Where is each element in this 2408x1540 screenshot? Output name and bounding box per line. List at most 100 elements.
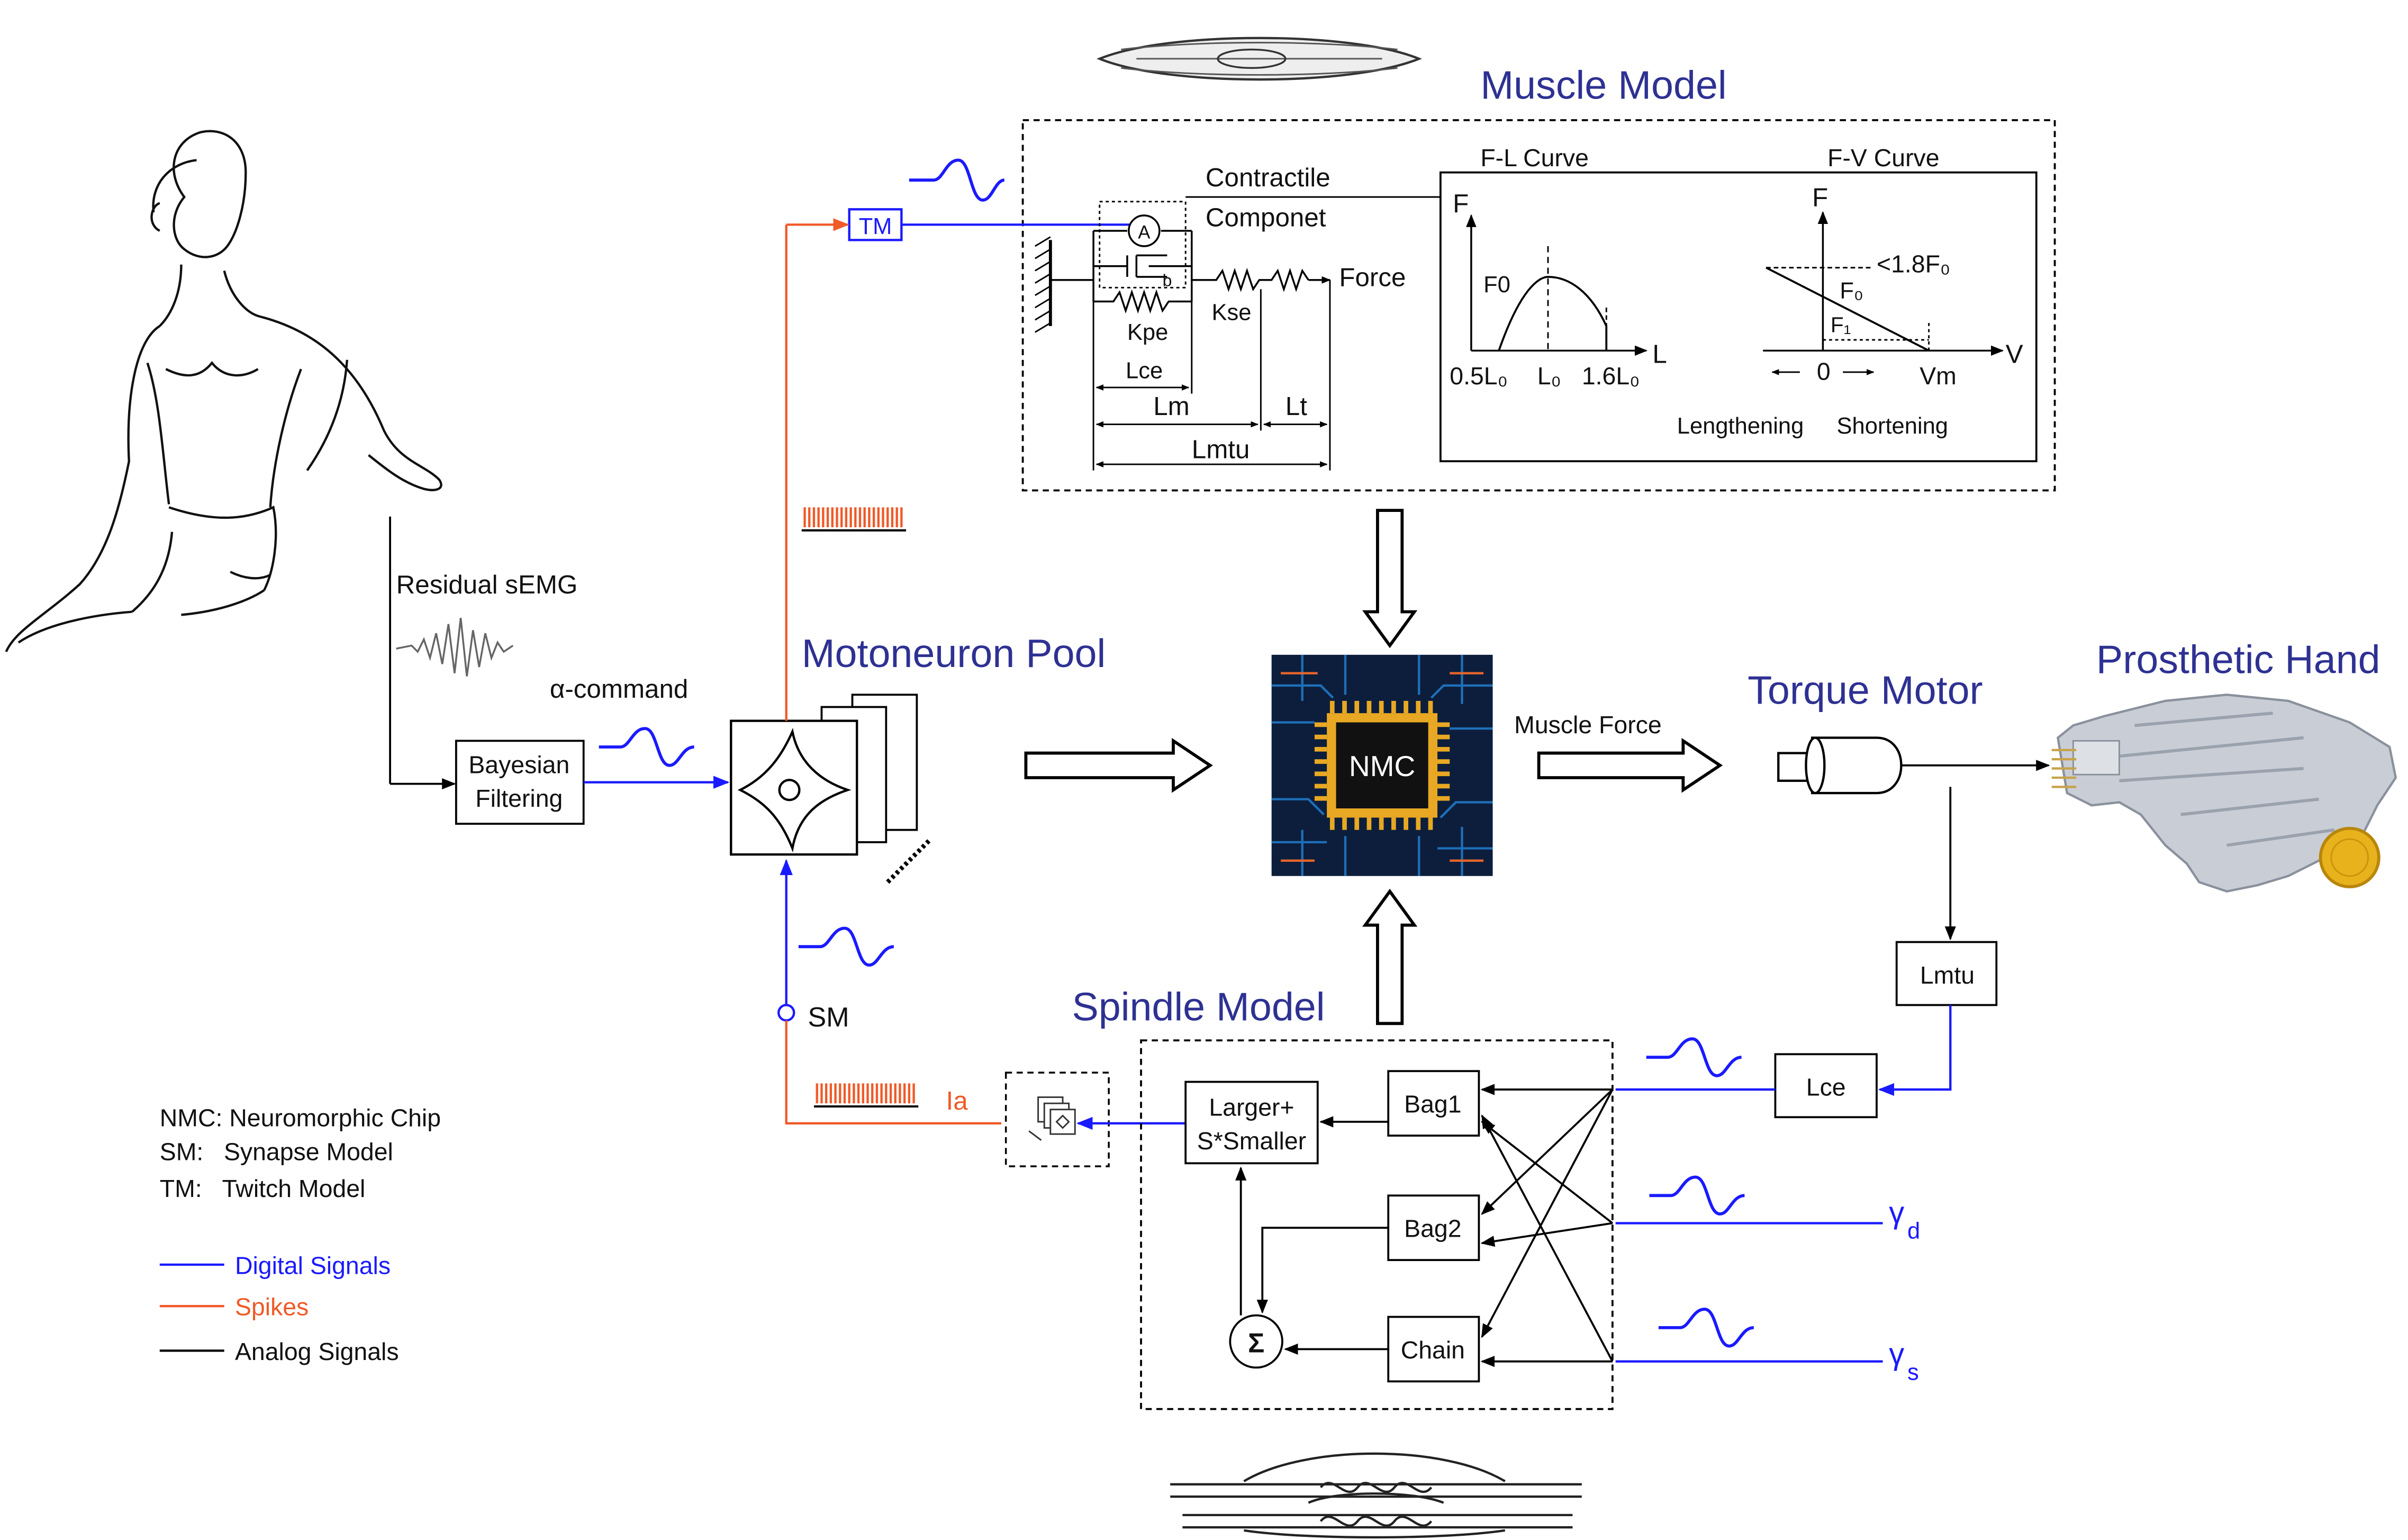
synapse-node	[777, 1004, 795, 1022]
spike-train-ia	[813, 1083, 919, 1108]
spike-encoder-box	[1004, 1071, 1110, 1167]
contractile-label-2: Componet	[1206, 203, 1326, 232]
digital-wave-tm	[909, 158, 1005, 202]
digital-wave-gamma-s	[1658, 1308, 1754, 1348]
muscle-spindle-illustration	[1170, 1452, 1582, 1539]
fv-f0: F₀	[1840, 278, 1863, 304]
gamma-d-label: γ	[1889, 1196, 1904, 1230]
prosthetic-hand-image	[2051, 694, 2397, 893]
lce-box-label: Lce	[1806, 1074, 1846, 1101]
sum-node	[1229, 1314, 1283, 1369]
motoneuron-stack	[730, 694, 933, 884]
force-label: Force	[1339, 263, 1406, 292]
larger-label-1: Larger+	[1209, 1093, 1294, 1121]
torque-motor-title: Torque Motor	[1748, 668, 1982, 713]
fv-lengthening: Lengthening	[1677, 413, 1804, 439]
chain-label: Chain	[1401, 1336, 1465, 1364]
digital-wave-gamma-d	[1649, 1175, 1745, 1216]
spike-encoder-icon	[1028, 1096, 1076, 1141]
fl-y-axis: F	[1453, 189, 1469, 218]
fl-curve: F-L Curve F L F0 0.5L₀ L₀ 1.6L₀	[1450, 144, 1667, 390]
ia-spike-line	[785, 1020, 1001, 1125]
tm-label: TM	[859, 214, 892, 239]
arrow-muscle-to-nmc	[1362, 509, 1418, 649]
muscle-model-box	[1021, 119, 2056, 492]
prosthetic-hand-title: Prosthetic Hand	[2096, 637, 2380, 682]
fl-tick-low: 0.5L₀	[1450, 362, 1508, 390]
fv-x-axis: V	[2006, 340, 2023, 369]
lmtu-to-lce-line	[1878, 1005, 1952, 1096]
digital-wave-alpha	[599, 727, 695, 767]
bag2-label: Bag2	[1404, 1215, 1461, 1242]
nmc-chip	[1271, 654, 1493, 876]
hill-muscle-model: A b Kpe Force Kse Contractile Componet L…	[1035, 163, 1441, 471]
amputee-figure	[5, 130, 442, 652]
fv-f1: F₁	[1831, 312, 1851, 337]
fv-y-axis: F	[1812, 183, 1828, 212]
actuator-label: A	[1138, 222, 1151, 242]
fl-tick-high: 1.6L₀	[1582, 362, 1640, 390]
spike-train-top	[801, 507, 907, 532]
kpe-label: Kpe	[1127, 320, 1168, 345]
contractile-label-1: Contractile	[1206, 163, 1330, 192]
gamma-d-subscript: d	[1907, 1219, 1920, 1244]
motoneuron-pool-title: Motoneuron Pool	[802, 631, 1106, 676]
nmc-chip-label: NMC	[1349, 750, 1416, 782]
residual-semg-label: Residual sEMG	[396, 570, 578, 599]
curves-panel	[1439, 171, 2038, 463]
lmtu-box	[1895, 941, 1998, 1006]
arrow-motoneuron-to-nmc	[1024, 737, 1213, 793]
alpha-command-label: α-command	[550, 674, 689, 704]
kse-label: Kse	[1212, 300, 1252, 325]
lmtu-dim-label: Lmtu	[1192, 435, 1250, 464]
lce-dim-label: Lce	[1126, 358, 1163, 384]
sum-label: Σ	[1248, 1328, 1264, 1358]
digital-wave-lce	[1646, 1037, 1742, 1077]
larger-smaller-box	[1184, 1080, 1319, 1165]
fl-tick-mid: L₀	[1537, 362, 1561, 390]
damper-label: b	[1163, 271, 1172, 290]
lm-dim-label: Lm	[1153, 392, 1190, 421]
legend-analog: Analog Signals	[235, 1338, 399, 1365]
lce-box	[1774, 1053, 1878, 1119]
spindle-connections	[1235, 1084, 1614, 1367]
legend-nmc: NMC: Neuromorphic Chip	[160, 1104, 441, 1132]
legend-sm: SM: Synapse Model	[160, 1138, 393, 1166]
torque-motor-icon	[1777, 736, 1903, 795]
fl-curve-title: F-L Curve	[1480, 144, 1589, 172]
arrow-spindle-to-nmc	[1362, 888, 1418, 1025]
lmtu-box-label: Lmtu	[1920, 961, 1975, 989]
fv-vm: Vm	[1920, 362, 1957, 390]
bag1-box	[1387, 1070, 1480, 1137]
sm-label: SM	[808, 1002, 849, 1033]
fv-shortening: Shortening	[1837, 413, 1948, 439]
muscle-force-label: Muscle Force	[1514, 711, 1662, 739]
spindle-model-title: Spindle Model	[1072, 984, 1325, 1029]
lt-dim-label: Lt	[1286, 392, 1307, 421]
fl-f0: F0	[1483, 272, 1510, 298]
fl-x-axis: L	[1652, 340, 1667, 369]
digital-wave-sm	[798, 926, 894, 967]
arrow-nmc-to-motor	[1537, 737, 1723, 793]
legend-digital: Digital Signals	[235, 1251, 391, 1279]
bayesian-label-1: Bayesian	[468, 751, 569, 778]
gamma-s-subscript: s	[1907, 1360, 1919, 1385]
bag1-label: Bag1	[1404, 1091, 1461, 1118]
ia-label: Ia	[946, 1086, 968, 1115]
larger-label-2: S*Smaller	[1197, 1127, 1306, 1155]
fv-zero: 0	[1817, 357, 1831, 385]
gamma-s-label: γ	[1889, 1337, 1904, 1371]
semg-waveform	[396, 618, 514, 677]
fv-curve-title: F-V Curve	[1827, 144, 1939, 172]
chain-box	[1387, 1316, 1480, 1383]
legend-tm: TM: Twitch Model	[160, 1175, 366, 1202]
muscle-illustration	[1096, 37, 1423, 81]
legend: NMC: Neuromorphic Chip SM: Synapse Model…	[160, 1104, 441, 1365]
fv-curve: F-V Curve F V <1.8F₀ F₀ F₁ 0 Vm Lengthen…	[1677, 144, 2023, 439]
muscle-model-title: Muscle Model	[1480, 62, 1726, 107]
bayesian-label-2: Filtering	[475, 785, 563, 812]
legend-spikes: Spikes	[235, 1293, 309, 1321]
fv-max: <1.8F₀	[1877, 250, 1950, 277]
bayesian-filter-box	[455, 740, 585, 825]
